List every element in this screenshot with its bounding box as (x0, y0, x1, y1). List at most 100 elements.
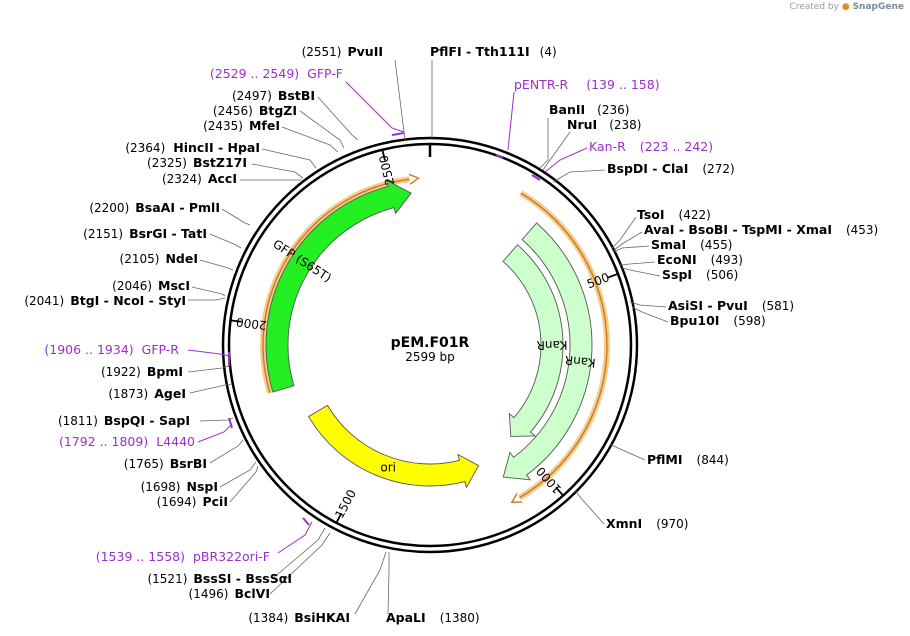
label-pvuii[interactable]: (2551)PvuII (302, 44, 383, 59)
label-btgi[interactable]: (2041)BtgI - NcoI - StyI (24, 293, 186, 308)
label-bpmi[interactable]: (1922)BpmI (101, 364, 183, 379)
snapgene-logo-icon: ● (841, 2, 850, 12)
leader-nrui (542, 131, 571, 171)
feature-kanr-inner[interactable] (502, 244, 564, 437)
label-msci[interactable]: (2046)MscI (112, 278, 190, 293)
label-pflmi[interactable]: PflMI(844) (647, 452, 729, 467)
label-agei[interactable]: (1873)AgeI (108, 386, 186, 401)
primer-band-arrow-kan-r (510, 492, 523, 503)
feature-gfp[interactable] (265, 179, 412, 393)
label-bstbi[interactable]: (2497)BstBI (232, 88, 315, 103)
label-hincii[interactable]: (2364)HincII - HpaI (125, 140, 260, 155)
leader-tsoi (611, 216, 637, 249)
leader-hincii (261, 148, 317, 169)
leader-sspi (621, 267, 661, 277)
label-tsoi[interactable]: TsoI(422) (637, 207, 711, 222)
label-pentr-r[interactable]: pENTR-R(139 .. 158) (514, 77, 660, 92)
leader-l4440 (197, 423, 233, 443)
label-nrui[interactable]: NruI(238) (567, 117, 641, 132)
label-gfp-f[interactable]: (2529 .. 2549)GFP-F (210, 66, 343, 81)
site-labels: (2551)PvuII PflFI - Tth111I(4) (2529 .. … (24, 44, 878, 625)
label-avai[interactable]: AvaI - BsoBI - TspMI - XmaI(453) (644, 222, 878, 237)
label-bstz17i[interactable]: (2325)BstZ17I (147, 155, 247, 170)
credit-prefix: Created by (789, 2, 839, 12)
label-pcii[interactable]: (1694)PciI (157, 494, 228, 509)
label-bspqi[interactable]: (1811)BspQI - SapI (58, 413, 190, 428)
leader-pflmi (609, 443, 646, 461)
label-acci[interactable]: (2324)AccI (162, 171, 237, 186)
primer-mark-pentr-r (495, 154, 504, 159)
leader-gfp-r (187, 349, 231, 357)
leader-bsaai (221, 208, 251, 226)
label-mfei[interactable]: (2435)MfeI (203, 118, 280, 133)
leader-avai (613, 231, 643, 251)
tick-500 (607, 272, 619, 279)
leader-bsssi (271, 527, 326, 580)
label-bsaai[interactable]: (2200)BsaAI - PmlI (89, 200, 220, 215)
primer-mark-kan-r (531, 174, 541, 181)
label-bsihkai[interactable]: (1384)BsiHKAI (248, 610, 350, 625)
label-pbr322ori-f[interactable]: (1539 .. 1558)pBR322ori-F (96, 549, 270, 564)
backbone-outer-ring (221, 136, 639, 554)
label-apali[interactable]: ApaLI(1380) (386, 610, 480, 625)
leader-xmni (574, 489, 605, 525)
label-bsrbi[interactable]: (1765)BsrBI (124, 456, 207, 471)
label-btgzi[interactable]: (2456)BtgZI (213, 103, 297, 118)
leader-banii (539, 118, 549, 169)
primer-site-marks (228, 132, 541, 526)
feature-label-kanr-inner: KanR (536, 338, 567, 352)
leader-pvuii (394, 59, 406, 141)
leader-bspqi (199, 417, 234, 422)
label-gfp-r[interactable]: (1906 .. 1934)GFP-R (44, 342, 179, 357)
leader-asisi (629, 301, 667, 308)
tick-label-1500: 1500 (332, 487, 359, 521)
leader-bstz17i (251, 163, 304, 179)
label-xmni[interactable]: XmnI(970) (606, 516, 689, 531)
label-pflfi[interactable]: PflFI - Tth111I(4) (430, 44, 557, 59)
label-bspdi[interactable]: BspDI - ClaI(272) (607, 161, 735, 176)
credit-brand: SnapGene (852, 2, 904, 12)
plasmid-name: pEM.F01R (391, 335, 470, 351)
label-smai[interactable]: SmaI(455) (651, 237, 732, 252)
leader-apali (387, 552, 390, 615)
label-bsrgi[interactable]: (2151)BsrGI - TatI (83, 226, 207, 241)
tick-label-2500: 2500 (376, 154, 397, 187)
primer-band-line-gfp-f (262, 178, 410, 394)
label-nspi[interactable]: (1698)NspI (141, 479, 218, 494)
label-kan-r[interactable]: Kan-R(223 .. 242) (589, 139, 713, 154)
label-econi[interactable]: EcoNI(493) (657, 252, 743, 267)
tick-2500 (381, 149, 386, 161)
leader-econi (619, 261, 656, 266)
label-asisi[interactable]: AsiSI - PvuI(581) (668, 298, 794, 313)
label-bsssi[interactable]: (1521)BssSI - BssSαI (147, 571, 292, 586)
leader-mfei (281, 126, 339, 153)
feature-ori[interactable] (307, 404, 480, 489)
tick-label-2000: 2000 (235, 315, 267, 333)
snapgene-credit: Created by ● SnapGene (789, 2, 904, 12)
leader-gfp-f (345, 81, 405, 133)
leader-btgzi (299, 110, 345, 149)
leader-bclvi (269, 532, 331, 595)
feature-label-ori: ori (380, 461, 396, 475)
primer-binding-regions (260, 173, 610, 503)
feature-label-kanr: KanR (564, 353, 596, 370)
feature-kanr[interactable] (502, 222, 593, 481)
primer-band-line-kan-r (519, 192, 608, 499)
label-leader-lines (187, 59, 669, 615)
leader-nspi (219, 461, 257, 488)
plasmid-size: 2599 bp (405, 350, 455, 364)
leader-agei (189, 383, 233, 394)
leader-bsrgi (209, 233, 242, 249)
leader-msci (191, 286, 226, 297)
label-bclvi[interactable]: (1496)BclVI (189, 586, 270, 601)
leader-bstbi (317, 96, 359, 141)
leader-kan-r (544, 147, 588, 173)
leader-smai (613, 245, 650, 253)
label-banii[interactable]: BanII(236) (549, 102, 629, 117)
label-bpu10i[interactable]: Bpu10I(598) (670, 313, 766, 328)
label-ndei[interactable]: (2105)NdeI (120, 251, 198, 266)
label-sspi[interactable]: SspI(506) (662, 267, 738, 282)
primer-band-arrow-gfp-f (408, 173, 420, 185)
label-l4440[interactable]: (1792 .. 1809)L4440 (59, 434, 195, 449)
